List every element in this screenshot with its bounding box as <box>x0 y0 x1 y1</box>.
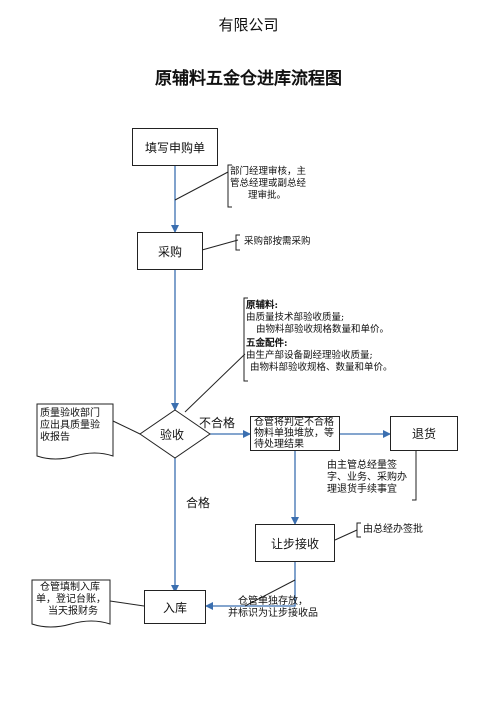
decision-diamond <box>139 409 211 459</box>
arrow-concession-to-warehouse <box>205 562 296 610</box>
node-concession: 让步接收 <box>255 524 335 562</box>
note-acceptance: 原辅料: 由质量技术部验收质量; 由物料部验收规格数量和单价。 五金配件: 由生… <box>246 300 393 374</box>
note-approval: 部门经理审核，主 管总经理或副总经 理审批。 <box>230 166 306 202</box>
node-purchase: 采购 <box>137 232 203 270</box>
note-line: 仓管单独存放， <box>238 596 308 607</box>
node-fill-form: 填写申购单 <box>132 128 218 166</box>
company-name: 有限公司 <box>218 16 279 34</box>
note-line: 应出具质量验 <box>40 420 100 431</box>
note-line: 由物料部验收规格、数量和单价。 <box>250 362 393 373</box>
note-hardware-heading: 五金配件: <box>246 338 288 349</box>
node-pending-text: 仓管将判定不合格物料单独堆放，等待处理结果 <box>254 417 334 450</box>
node-warehouse-in: 入库 <box>144 590 206 624</box>
note-line: 仓管填制入库 <box>40 582 100 593</box>
note-line: 理退货手续事宜 <box>327 484 397 495</box>
note-return-handle: 由主管总经量签 字、业务、采购办 理退货手续事宜 <box>327 460 407 496</box>
label-fail: 不合格 <box>199 416 236 430</box>
note-line: 质量验收部门 <box>40 408 100 419</box>
note-line: 收报告 <box>40 432 70 443</box>
note-store-separate: 仓管单独存放， 并标识为让步接收品 <box>228 596 318 620</box>
note-purchase-need: 采购部按需采购 <box>244 236 311 247</box>
node-pending: 仓管将判定不合格物料单独堆放，等待处理结果 <box>250 416 340 451</box>
note-line: 部门经理审核，主 <box>230 166 307 177</box>
node-inspect-label: 验收 <box>160 428 185 442</box>
page-title: 原辅料五金仓进库流程图 <box>155 69 342 89</box>
note-line: 字、业务、采购办 <box>327 472 407 483</box>
note-line: 由质量技术部验收质量; <box>246 312 345 323</box>
note-store-clerk: 仓管填制入库 单，登记台账， 当天报财务 <box>36 582 106 618</box>
note-line: 单，登记台账， <box>36 594 106 605</box>
note-line: 管总经理或副总经 <box>230 178 307 189</box>
note-quality-report: 质量验收部门 应出具质量验 收报告 <box>40 408 100 444</box>
note-line: 由主管总经量签 <box>327 460 397 471</box>
note-line: 当天报财务 <box>48 606 98 617</box>
note-line: 理审批。 <box>248 190 287 201</box>
note-gm-sign: 由总经办签批 <box>363 524 423 535</box>
note-line: 由物料部验收规格数量和单价。 <box>256 324 390 335</box>
note-line: 由生产部设备副经理验收质量; <box>246 350 373 361</box>
label-pass: 合格 <box>186 496 211 510</box>
node-return: 退货 <box>390 416 458 451</box>
note-line: 并标识为让步接收品 <box>228 608 318 619</box>
note-raw-heading: 原辅料: <box>246 300 279 311</box>
